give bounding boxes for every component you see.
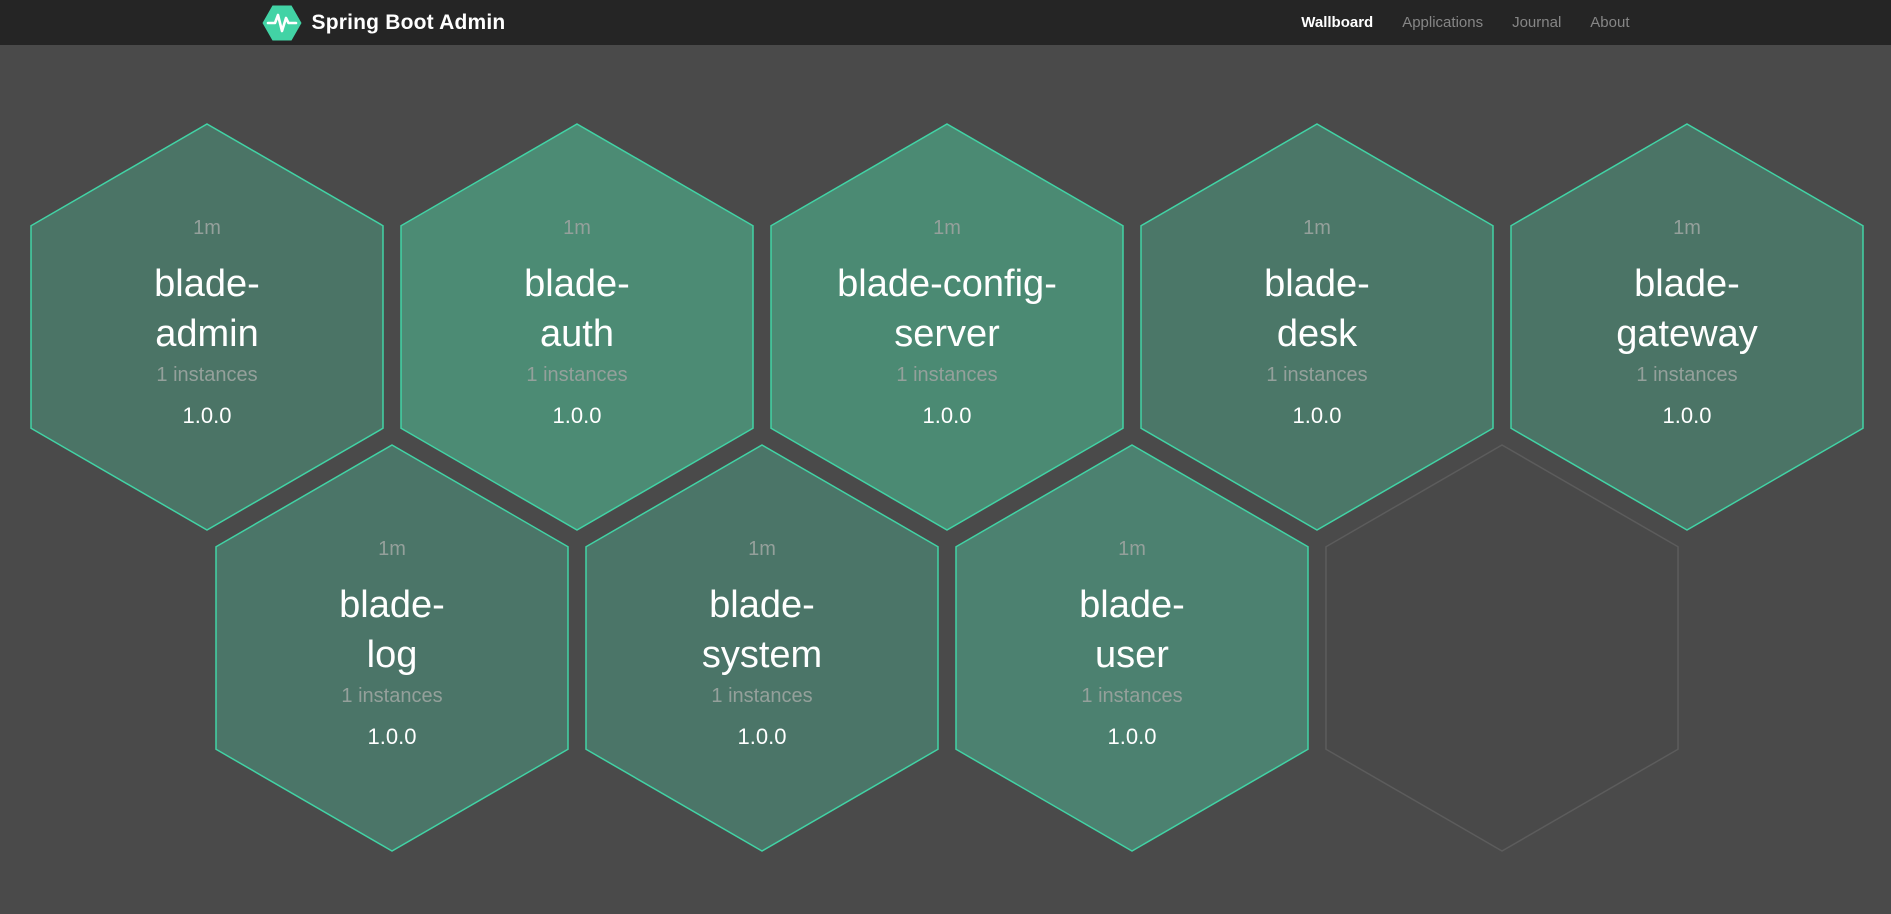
- tile-version: 1.0.0: [552, 402, 602, 428]
- nav-item-applications[interactable]: Applications: [1402, 14, 1484, 31]
- top-nav-bar: Spring Boot Admin Wallboard Applications J…: [0, 0, 1891, 45]
- hexagon-shape: [1510, 123, 1864, 531]
- application-name: blade-user: [1079, 584, 1185, 676]
- nav-item-wallboard[interactable]: Wallboard: [1301, 14, 1374, 31]
- tile-instance-count: 1 instances: [526, 363, 628, 386]
- tile-instance-count: 1 instances: [156, 363, 258, 386]
- application-name: blade-desk: [1264, 263, 1370, 355]
- hexagon-shape: [955, 444, 1309, 852]
- application-hexagon[interactable]: 1m blade-config-server 1 instances 1.0.0: [770, 123, 1124, 531]
- hexagon-shape: [1325, 444, 1679, 852]
- brand[interactable]: Spring Boot Admin: [262, 5, 506, 41]
- hexagon-pulse-logo-icon: [262, 5, 301, 40]
- application-hexagon[interactable]: 1m blade-system 1 instances 1.0.0: [585, 444, 939, 852]
- tile-uptime: 1m: [563, 217, 591, 240]
- tile-uptime: 1m: [748, 538, 776, 561]
- brand-title: Spring Boot Admin: [311, 10, 506, 34]
- hexagon-shape: [215, 444, 569, 852]
- application-hexagon[interactable]: 1m blade-log 1 instances 1.0.0: [215, 444, 569, 852]
- hexagon-shape: [770, 123, 1124, 531]
- application-hexagon[interactable]: 1m blade-user 1 instances 1.0.0: [955, 444, 1309, 852]
- nav-item-about[interactable]: About: [1590, 14, 1630, 31]
- application-hexagon[interactable]: 1m blade-gateway 1 instances 1.0.0: [1510, 123, 1864, 531]
- tile-version: 1.0.0: [922, 402, 972, 428]
- tile-uptime: 1m: [933, 217, 961, 240]
- tile-version: 1.0.0: [182, 402, 232, 428]
- tile-uptime: 1m: [1303, 217, 1331, 240]
- tile-version: 1.0.0: [1107, 723, 1157, 749]
- application-name: blade-log: [339, 584, 445, 676]
- tile-uptime: 1m: [1673, 217, 1701, 240]
- hexagon-shape: [1140, 123, 1494, 531]
- tile-instance-count: 1 instances: [1081, 684, 1183, 707]
- application-hexagon[interactable]: 1m blade-auth 1 instances 1.0.0: [400, 123, 754, 531]
- application-name: blade-gateway: [1616, 263, 1758, 355]
- application-hexagon[interactable]: 1m blade-desk 1 instances 1.0.0: [1140, 123, 1494, 531]
- tile-version: 1.0.0: [1292, 402, 1342, 428]
- tile-version: 1.0.0: [1662, 402, 1712, 428]
- tile-version: 1.0.0: [737, 723, 787, 749]
- tile-instance-count: 1 instances: [341, 684, 443, 707]
- empty-hexagon-slot: [1325, 444, 1679, 852]
- hexagon-shape: [400, 123, 754, 531]
- application-name: blade-admin: [154, 263, 260, 355]
- tile-version: 1.0.0: [367, 723, 417, 749]
- application-hexagon[interactable]: 1m blade-admin 1 instances 1.0.0: [30, 123, 384, 531]
- tile-instance-count: 1 instances: [711, 684, 813, 707]
- application-name: blade-config-server: [837, 263, 1057, 355]
- tile-instance-count: 1 instances: [896, 363, 998, 386]
- tile-uptime: 1m: [193, 217, 221, 240]
- main-nav: Wallboard Applications Journal About: [1301, 14, 1629, 31]
- application-name: blade-system: [701, 584, 823, 676]
- tile-uptime: 1m: [1118, 538, 1146, 561]
- tile-instance-count: 1 instances: [1266, 363, 1368, 386]
- nav-item-journal[interactable]: Journal: [1512, 14, 1562, 31]
- tile-instance-count: 1 instances: [1636, 363, 1738, 386]
- application-name: blade-auth: [524, 263, 630, 355]
- tile-uptime: 1m: [378, 538, 406, 561]
- hexagon-shape: [30, 123, 384, 531]
- hexagon-shape: [585, 444, 939, 852]
